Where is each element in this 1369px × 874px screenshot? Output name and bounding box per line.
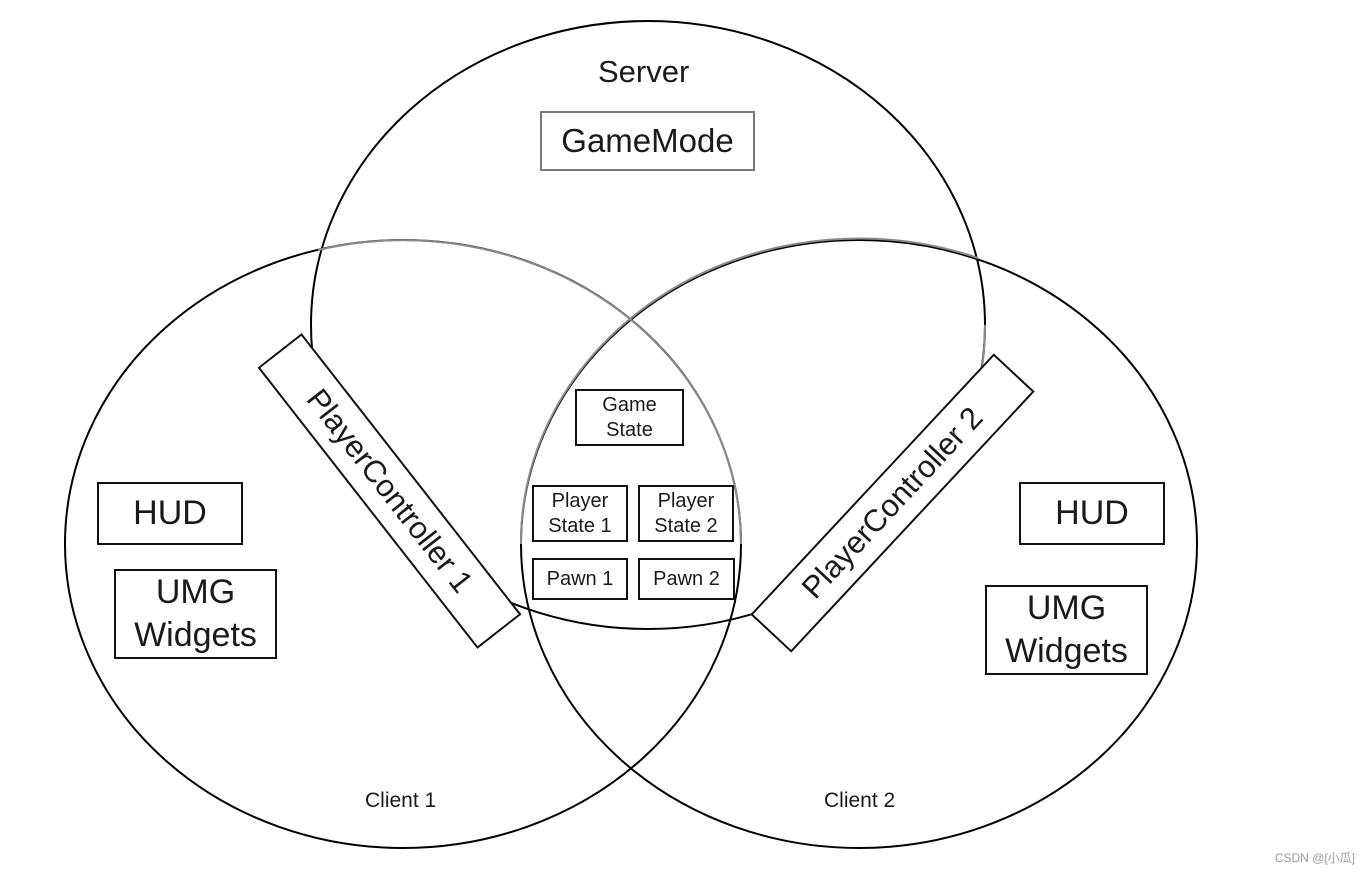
client-1-hud-label: HUD	[133, 494, 207, 532]
game-state-label: Game State	[602, 393, 657, 441]
client-2-title: Client 2	[824, 789, 896, 812]
client-1-hud-box: HUD	[97, 482, 243, 545]
pawn-1-box: Pawn 1	[532, 558, 628, 600]
client-2-arc-overlap	[519, 237, 979, 545]
gamemode-box: GameMode	[540, 111, 755, 171]
client-1-umg-widgets-box: UMG Widgets	[114, 569, 277, 659]
client-1-title: Client 1	[365, 789, 437, 812]
client-2-umg-widgets-box: UMG Widgets	[985, 585, 1148, 675]
client-2-umg-widgets-label: UMG Widgets	[1005, 589, 1128, 670]
game-state-box: Game State	[575, 389, 684, 446]
client-2-hud-box: HUD	[1019, 482, 1165, 545]
pawn-1-label: Pawn 1	[546, 567, 614, 590]
pawn-2-label: Pawn 2	[653, 567, 720, 590]
client-2-hud-label: HUD	[1055, 494, 1129, 532]
player-state-1-label: Player State 1	[548, 489, 612, 537]
client-1-umg-widgets-label: UMG Widgets	[134, 573, 257, 654]
watermark-text: CSDN @[小瓜]	[1274, 851, 1355, 865]
player-state-2-label: Player State 2	[654, 489, 718, 537]
server-title: Server	[598, 54, 690, 89]
player-state-2-box: Player State 2	[638, 485, 734, 542]
gamemode-label: GameMode	[561, 122, 734, 159]
pawn-2-box: Pawn 2	[638, 558, 735, 600]
player-state-1-box: Player State 1	[532, 485, 628, 542]
client-1-arc-overlap	[317, 239, 742, 545]
